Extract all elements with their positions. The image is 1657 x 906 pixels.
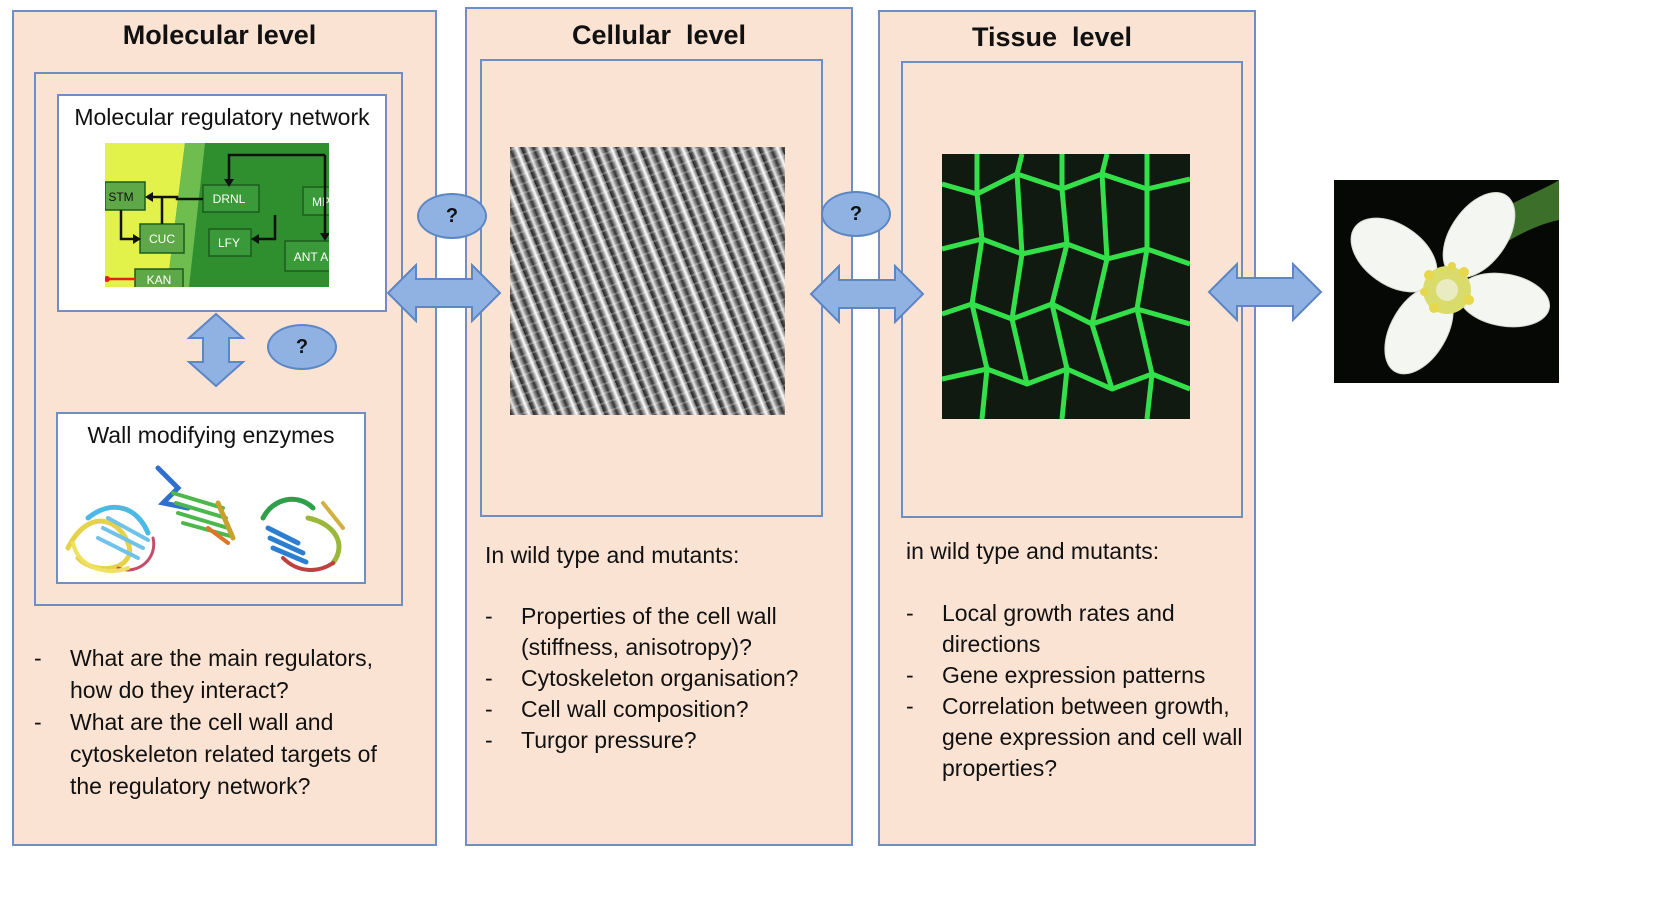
cell-wall-micrograph [510,147,785,415]
tissue-questions: -Local growth rates and directions -Gene… [906,598,1246,784]
edge-to-lfy [253,215,277,241]
arrowhead-stm [145,192,153,202]
cellular-questions: -Properties of the cell wall (stiffness,… [485,601,845,756]
node-lfy [208,228,252,257]
double-arrow-cellular-tissue [809,264,925,324]
network-card: Molecular regulatory network STM DRNL MP… [57,94,387,312]
node-stm-label: STM [108,190,133,204]
tissue-question-1: -Local growth rates and directions [906,600,1175,657]
network-diagram: STM DRNL MP CUC LFY ANT A KAN [105,143,329,287]
cellular-question-4: -Turgor pressure? [485,727,697,753]
node-drnl-label: DRNL [213,192,246,206]
cellular-question-2: -Cytoskeleton organisation? [485,665,799,691]
protein-structures-image [65,465,345,573]
cellular-question-1: -Properties of the cell wall (stiffness,… [485,603,777,660]
cellular-level-title: Cellular level [571,20,747,50]
arrowhead-lfy [251,234,259,244]
tissue-level-title: Tissue level [971,22,1133,52]
node-ant-label: ANT A [294,250,328,264]
tissue-question-3: -Correlation between growth, gene expres… [906,693,1243,781]
node-stm [105,181,146,211]
molecular-level-title: Molecular level [122,20,317,50]
protein-right [260,496,345,572]
question-mark-bubble-1: ? [417,193,487,239]
double-arrow-tissue-organ [1207,262,1323,322]
arrowhead-cuc [133,234,141,244]
node-cuc-label: CUC [149,232,175,246]
arrowhead-ant [320,233,329,241]
edge-kan-red-dot [105,276,110,282]
molecular-question-1: -What are the main regulators, how do th… [34,645,373,703]
tissue-level-panel: Tissue level in wild type and mutants: -… [878,10,1256,846]
node-ant [284,240,329,272]
flower-photo [1334,180,1559,383]
cellular-level-panel: Cellular level In wild type and mutants:… [465,7,853,846]
tissue-cell-image [942,154,1190,419]
molecular-question-2: -What are the cell wall and cytoskeleton… [34,709,377,799]
node-kan-label: KAN [147,273,172,287]
double-arrow-molecular-cellular [386,263,502,323]
protein-middle [155,465,236,545]
cellular-intro: In wild type and mutants: [485,542,740,568]
network-card-title: Molecular regulatory network [74,104,370,130]
molecular-level-panel: Molecular level Molecular regulatory net… [12,10,437,846]
node-mp-label: MP [312,195,329,209]
vertical-double-arrow [186,312,246,388]
arrowhead-drnl [224,179,234,187]
enzymes-card: Wall modifying enzymes [56,412,366,584]
cellular-question-3: -Cell wall composition? [485,696,749,722]
molecular-questions: -What are the main regulators, how do th… [34,642,404,802]
node-lfy-label: LFY [218,236,240,250]
enzymes-card-title: Wall modifying enzymes [87,422,335,448]
edge-mp-drnl [227,153,325,183]
molecular-inner-frame [34,72,403,606]
protein-left [65,504,156,573]
node-drnl [202,184,260,213]
question-mark-bubble-2: ? [821,191,891,237]
tissue-question-2: -Gene expression patterns [906,662,1206,688]
tissue-intro: in wild type and mutants: [906,538,1160,564]
question-mark-bubble-3: ? [267,324,337,370]
